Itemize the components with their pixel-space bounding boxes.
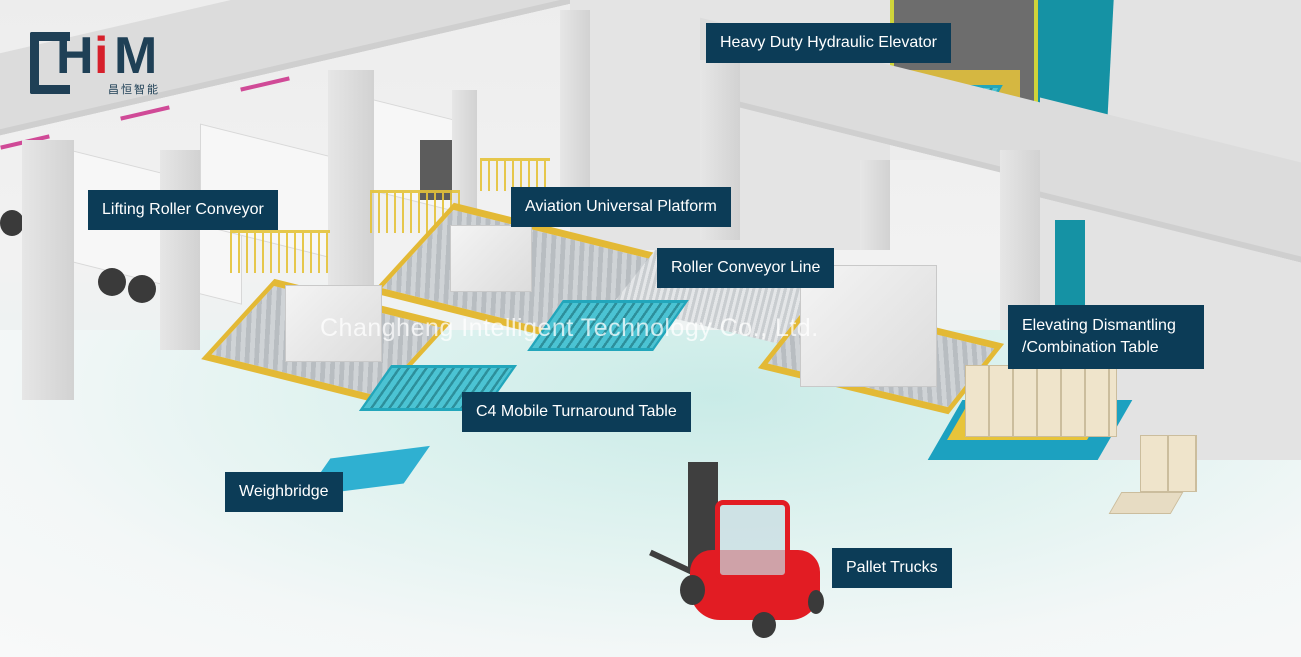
logo-i: i: [94, 27, 109, 85]
pillar: [22, 140, 74, 400]
empty-pallet: [1108, 492, 1184, 514]
forklift-wheel: [752, 612, 776, 638]
pillar: [1000, 150, 1040, 330]
teal-wall-band-lower: [1055, 220, 1085, 305]
truck-wheel: [98, 268, 126, 296]
forklift-wheel: [808, 590, 824, 614]
truck-wheel: [128, 275, 156, 303]
label-aviation-universal-platform[interactable]: Aviation Universal Platform: [511, 187, 731, 227]
cargo-boxes-pallet: [1140, 435, 1197, 492]
company-watermark: Changheng Intelligent Technology Co., Lt…: [320, 314, 819, 342]
railing: [230, 230, 330, 273]
air-cargo-container: [450, 225, 532, 292]
cargo-boxes: [965, 365, 1117, 437]
label-weighbridge[interactable]: Weighbridge: [225, 472, 343, 512]
pillar: [160, 150, 200, 350]
railing: [480, 158, 550, 191]
label-heavy-duty-hydraulic-elevator[interactable]: Heavy Duty Hydraulic Elevator: [706, 23, 951, 63]
logo-h: H: [56, 27, 94, 85]
beam-light: [120, 105, 170, 121]
truck-wheel: [0, 210, 24, 236]
chim-logo: CHHiM 昌恒智能: [30, 27, 175, 96]
label-roller-conveyor-line[interactable]: Roller Conveyor Line: [657, 248, 835, 288]
beam-light: [240, 76, 290, 92]
logo-m: M: [114, 27, 157, 85]
label-lifting-roller-conveyor[interactable]: Lifting Roller Conveyor: [88, 190, 278, 230]
logo-chinese-name: 昌恒智能: [108, 83, 160, 96]
label-elevating-dismantling-combination-table[interactable]: Elevating Dismantling /Combination Table: [1008, 305, 1204, 369]
logo-c-mark: [30, 32, 70, 94]
label-line-2: /Combination Table: [1022, 339, 1159, 356]
pillar: [560, 10, 590, 190]
pillar: [860, 160, 890, 250]
logo-wordmark: CHHiM: [56, 26, 157, 86]
forklift-cabin: [715, 500, 790, 580]
pillar: [328, 70, 374, 300]
label-pallet-trucks[interactable]: Pallet Trucks: [832, 548, 952, 588]
air-cargo-container: [285, 285, 382, 362]
label-c4-mobile-turnaround-table[interactable]: C4 Mobile Turnaround Table: [462, 392, 691, 432]
forklift-wheel: [680, 575, 705, 605]
label-line-1: Elevating Dismantling: [1022, 317, 1176, 334]
